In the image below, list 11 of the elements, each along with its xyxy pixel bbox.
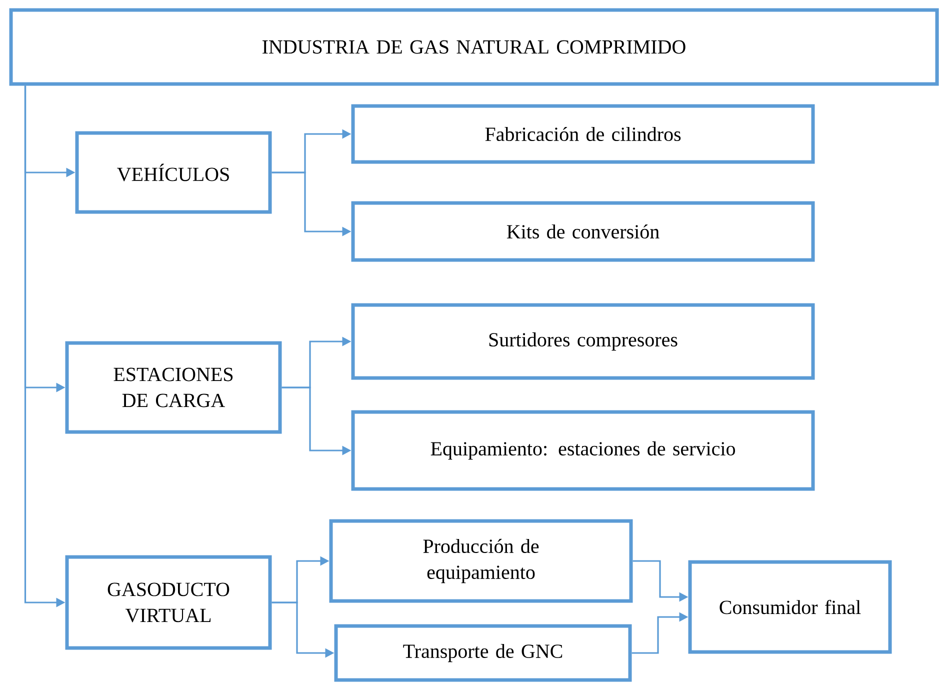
process-box: Consumidor final bbox=[688, 560, 892, 654]
process-box: VEHÍCULOS bbox=[75, 131, 272, 214]
process-box: Fabricación de cilindros bbox=[351, 104, 815, 164]
title-box: INDUSTRIA DE GAS NATURAL COMPRIMIDO bbox=[9, 8, 939, 86]
process-box: GASODUCTO VIRTUAL bbox=[65, 555, 272, 650]
process-box: Kits de conversión bbox=[351, 201, 815, 262]
process-box: Transporte de GNC bbox=[334, 624, 632, 682]
process-box: Equipamiento: estaciones de servicio bbox=[351, 410, 815, 491]
process-box: Surtidores compresores bbox=[351, 303, 815, 380]
process-box: ESTACIONES DE CARGA bbox=[65, 341, 282, 434]
process-box: Producción de equipamiento bbox=[329, 519, 633, 603]
